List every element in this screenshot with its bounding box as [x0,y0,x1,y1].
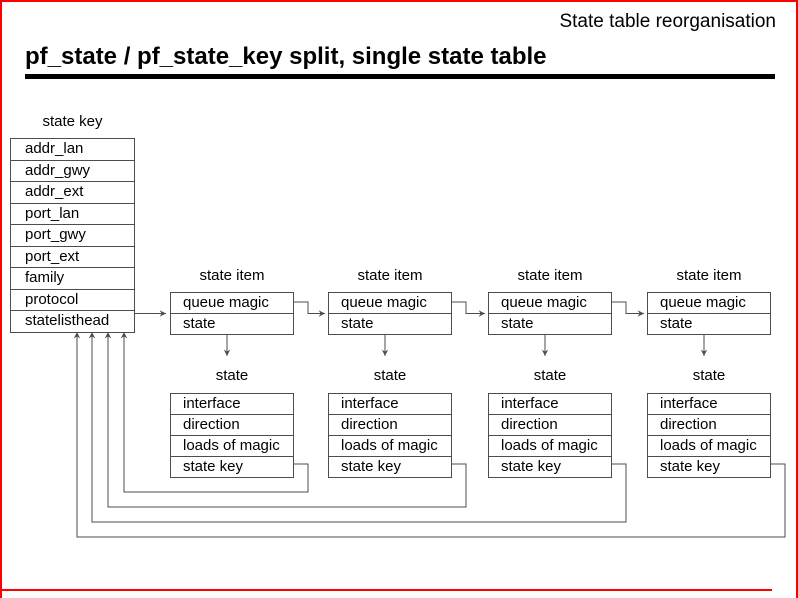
state-label: state [215,367,249,384]
state-item-row: state [660,315,693,332]
red-border-bottom [0,589,772,591]
state-item-label: state item [357,267,423,284]
state-label: state [692,367,726,384]
state-key-row: addr_ext [11,182,134,204]
arrow-item3-to-item4 [612,301,644,317]
state-key-table-label: state key [42,113,103,130]
state-item-row: queue magic [329,293,451,314]
state-row: interface [648,394,770,415]
state-key-row: addr_lan [11,139,134,161]
slide-header-label: State table reorganisation [559,11,776,32]
state-item-label: state item [199,267,265,284]
state-row: loads of magic [329,436,451,457]
state-key-row: port_gwy [11,225,134,247]
red-border-left [0,0,2,598]
state-row: interface [489,394,611,415]
state-item-row: queue magic [648,293,770,314]
red-border-right [796,0,798,598]
state-row: direction [489,415,611,436]
arrow-item1-to-item2 [294,301,325,317]
state-key-row: addr_gwy [11,161,134,182]
state-row: direction [171,415,293,436]
state-row: interface [171,394,293,415]
state-row: direction [648,415,770,436]
state-label: state [373,367,407,384]
state-item-row: queue magic [489,293,611,314]
red-border-top [0,0,798,2]
state-row: direction [329,415,451,436]
state-row: state key [183,458,244,475]
state-row: state key [501,458,562,475]
state-item-label: state item [676,267,742,284]
title-underline [25,74,775,79]
state-row: state key [341,458,402,475]
state-label: state [533,367,567,384]
state-row: loads of magic [648,436,770,457]
state-row: state key [660,458,721,475]
state-row: interface [329,394,451,415]
arrow-item2-to-item3 [452,301,485,317]
page-title: pf_state / pf_state_key split, single st… [25,43,547,70]
state-key-row: family [11,268,134,290]
state-row: loads of magic [171,436,293,457]
state-key-row: protocol [11,290,134,311]
state-row: loads of magic [489,436,611,457]
state-key-row: port_lan [11,204,134,225]
state-key-row: statelisthead [25,312,110,329]
state-item-row: state [501,315,534,332]
state-item-row: state [341,315,374,332]
state-item-label: state item [517,267,583,284]
state-key-row: port_ext [11,247,134,268]
state-item-row: queue magic [171,293,293,314]
state-item-row: state [183,315,216,332]
